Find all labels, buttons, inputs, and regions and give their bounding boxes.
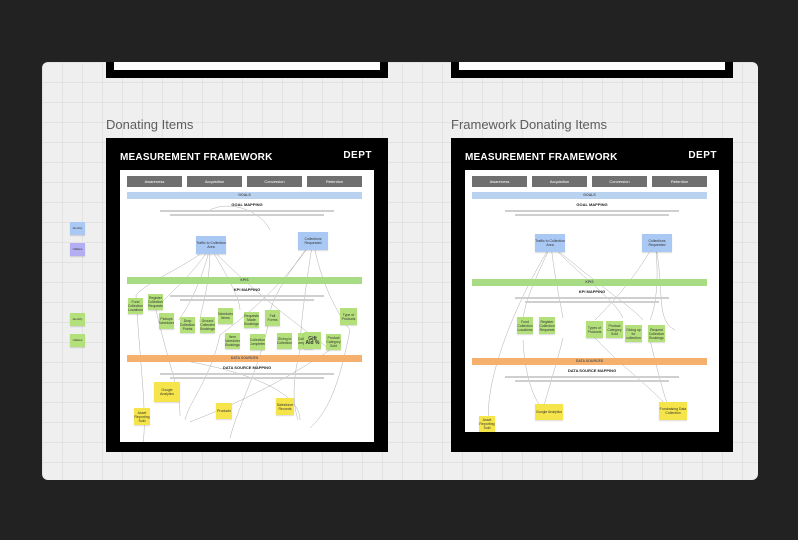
kpi-sticky-note[interactable]: Fall Forms [265,310,280,326]
description-text [515,214,669,216]
board-title: MEASUREMENT FRAMEWORK [120,152,273,163]
data-sticky-note[interactable]: Fundraising Data Collection [659,402,687,420]
funnel-stage-conversion: Conversion [592,176,647,187]
kpi-sticky-note[interactable]: Register Collection Requests [539,317,555,334]
description-text [505,210,679,212]
data-sticky-note[interactable]: Google Analytics [154,382,180,402]
frame-above-left[interactable] [106,62,388,78]
data-sticky-note[interactable]: Google Analytics [535,404,563,420]
description-text [515,380,669,382]
kpi-sticky-note[interactable]: Drop Collection Points [180,317,195,333]
description-text [160,210,334,212]
data-sticky-note[interactable]: Salesforce Records [276,398,294,415]
kpi-sticky-note[interactable]: Pickups Scheduled [159,313,174,329]
kpi-mapping-title: KPI MAPPING [233,287,261,292]
description-text [515,297,669,299]
goals-band: GOALS [127,192,362,199]
funnel-stage-awareness: Awareness [472,176,527,187]
funnel-stage-acquisition: Acquisition [187,176,242,187]
frame-label[interactable]: Donating Items [106,117,194,132]
kpi-sticky-note[interactable]: Fund Collection Locations [517,317,533,334]
data-source-mapping-title: DATA SOURCE MAPPING [222,365,272,370]
frame-label[interactable]: Framework Donating Items [451,117,608,132]
framework-document: Awareness Acquisition Conversion Retenti… [465,170,719,432]
description-text [170,214,324,216]
data-sources-band: DATA SOURCES [127,355,362,362]
kpi-sticky-note[interactable]: Gift Aid % [304,332,321,349]
funnel-stage-awareness: Awareness [127,176,182,187]
funnel-stage-acquisition: Acquisition [532,176,587,187]
data-sticky-note[interactable]: Products [216,403,232,419]
measurement-framework-board[interactable]: MEASUREMENT FRAMEWORK DEPT [451,138,733,452]
kpi-sticky-note[interactable]: Type of Products [340,308,357,325]
kpi-mapping-title: KPI MAPPING [578,289,606,294]
data-sticky-note[interactable]: Asset Reporting Sold [134,408,150,425]
goal-mapping-title: GOAL MAPPING [231,202,263,207]
frame-above-right[interactable] [451,62,733,78]
goal-sticky-note[interactable]: Traffic to Collection Area [535,234,565,252]
goal-sticky-note[interactable]: Collections Requested [642,234,672,252]
dept-logo: DEPT [688,150,717,161]
side-sticky-note[interactable]: Identity [70,222,85,235]
kpi-sticky-note[interactable]: Collection Completed [250,334,265,350]
data-sources-band: DATA SOURCES [472,358,707,365]
kpi-sticky-note[interactable]: Product Category Sold [326,334,341,350]
kpi-sticky-note[interactable]: Scheduled Items [218,308,233,324]
funnel-stage-conversion: Conversion [247,176,302,187]
framework-document: Awareness Acquisition Conversion Retenti… [120,170,374,442]
goal-mapping-title: GOAL MAPPING [576,202,608,207]
goal-sticky-note[interactable]: Traffic to Collection Area [196,236,226,254]
side-sticky-note[interactable]: Utilities [70,243,85,256]
description-text [170,295,324,297]
dept-logo: DEPT [343,150,372,161]
measurement-framework-board[interactable]: MEASUREMENT FRAMEWORK DEPT [106,138,388,452]
kpi-sticky-note[interactable]: Product Category Sold [606,321,623,338]
kpi-sticky-note[interactable]: Requests Made Bookings [244,312,259,328]
kpis-band: KPIS [472,279,707,286]
kpi-sticky-note[interactable]: Register Collection Requests [148,294,163,310]
data-sticky-note[interactable]: Asset Reporting Sold [479,416,495,432]
funnel-stage-retention: Retention [307,176,362,187]
data-source-mapping-title: DATA SOURCE MAPPING [567,368,617,373]
side-sticky-note[interactable]: Identify [70,313,85,326]
description-text [180,299,314,301]
kpi-sticky-note[interactable]: Giving to Collection [277,333,292,349]
kpis-band: KPIS [127,277,362,284]
kpi-sticky-note[interactable]: Giving up for collection [625,325,642,342]
description-text [525,301,659,303]
description-text [160,373,334,375]
whiteboard-canvas[interactable]: Identity Utilities Identify Utilities Do… [42,62,758,480]
description-text [505,376,679,378]
funnel-stage-retention: Retention [652,176,707,187]
side-sticky-note[interactable]: Utilities [70,334,85,347]
kpi-sticky-note[interactable]: Types of Products [586,321,603,338]
kpi-sticky-note[interactable]: Item Scheduled Bookings [225,333,240,349]
kpi-sticky-note[interactable]: Ground Collected Bookings [200,317,215,333]
kpi-sticky-note[interactable]: Request Collection Bookings [648,325,665,342]
goal-sticky-note[interactable]: Collections Requested [298,232,328,250]
kpi-sticky-note[interactable]: Fund Collection Locations [128,298,143,314]
board-title: MEASUREMENT FRAMEWORK [465,152,618,163]
goals-band: GOALS [472,192,707,199]
description-text [170,377,324,379]
